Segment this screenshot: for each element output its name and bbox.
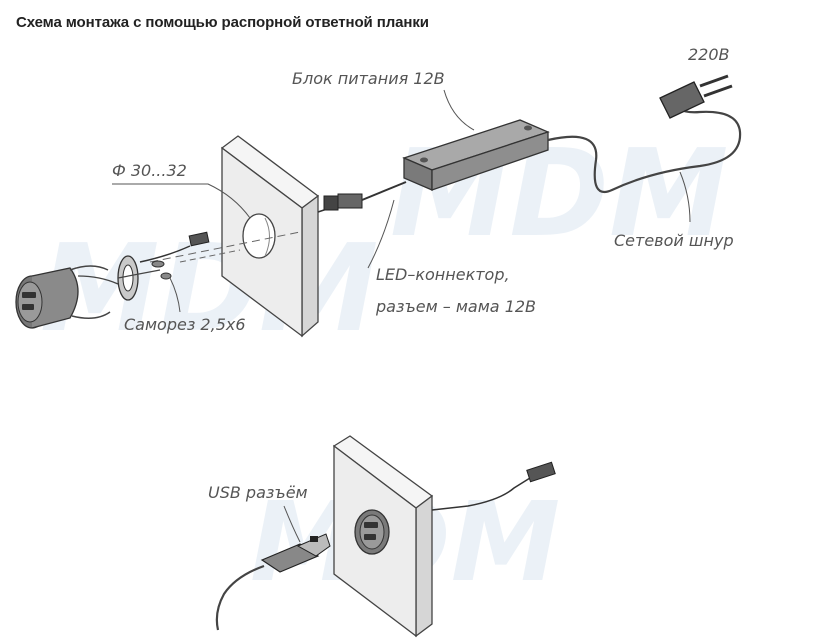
label-usb: USB разъём xyxy=(208,483,308,502)
label-screw: Саморез 2,5х6 xyxy=(124,315,246,334)
label-diameter: Ф 30...32 xyxy=(112,161,187,180)
leader-network-cord xyxy=(679,171,691,223)
network-cord xyxy=(547,99,742,193)
label-led-connector-2: разъем – мама 12В xyxy=(375,297,536,316)
page-title: Схема монтажа с помощью распорной ответн… xyxy=(16,14,429,31)
label-power-unit: Блок питания 12В xyxy=(292,69,445,88)
usb-plug xyxy=(260,533,331,573)
usb-port-icon xyxy=(22,292,36,298)
led-connector-small xyxy=(139,231,210,263)
leader-led-connector xyxy=(367,199,395,269)
leader-usb xyxy=(283,505,301,543)
wall-panel-top xyxy=(220,135,320,338)
leader-diameter xyxy=(112,183,251,219)
watermark-top-left: MDM xyxy=(40,220,378,359)
power-plug xyxy=(659,74,733,119)
screw-head xyxy=(151,260,165,268)
usb-socket-bottom xyxy=(354,509,390,555)
cable-bottom xyxy=(431,477,531,511)
usb-cable xyxy=(215,564,265,631)
led-connector-female xyxy=(323,193,363,211)
label-voltage: 220В xyxy=(688,45,730,64)
led-connector-bottom xyxy=(526,461,556,483)
mounting-hole xyxy=(242,213,276,259)
power-unit xyxy=(402,119,550,191)
label-led-connector-1: LED–коннектор, xyxy=(376,265,510,284)
label-network-cord: Сетевой шнур xyxy=(614,231,734,250)
usb-socket-top xyxy=(15,265,119,329)
leader-screw xyxy=(169,277,181,313)
leader-power-unit xyxy=(443,89,475,131)
usb-port-icon xyxy=(364,522,378,528)
spacer-plate xyxy=(117,255,172,301)
